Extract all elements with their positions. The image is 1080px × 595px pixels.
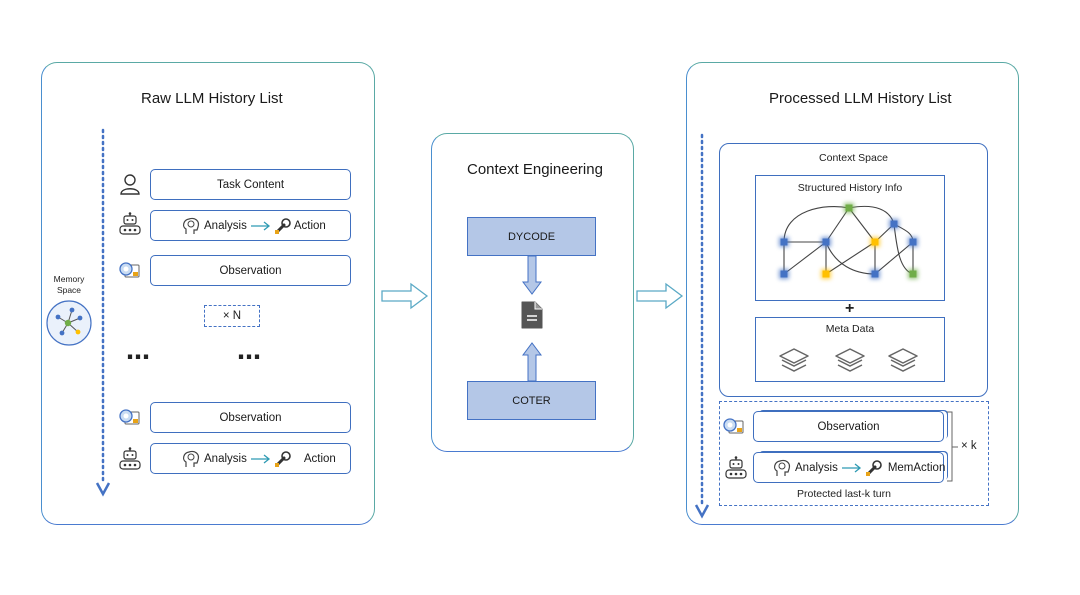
robot-icon	[119, 447, 141, 470]
protected-turn-box	[719, 401, 989, 506]
up-arrow	[522, 342, 542, 382]
action-label-2: Action	[303, 452, 336, 465]
meta-data-label: Meta Data	[825, 323, 875, 335]
protected-observation-label: Observation	[817, 420, 880, 433]
mem-action-label: MemAction	[887, 461, 946, 474]
observation-label-1: Observation	[219, 264, 282, 277]
observation-icon	[723, 418, 744, 434]
dycode-label: DYCODE	[507, 230, 556, 243]
wrench-icon	[274, 217, 291, 234]
layers-icon	[888, 348, 918, 372]
analysis-action-box-2: Analysis Action	[150, 443, 351, 474]
protected-turn-label: Protected last-k turn	[797, 488, 891, 500]
memory-graph-icon	[46, 300, 92, 346]
observation-icon	[119, 262, 140, 278]
analysis-action-box-1: Analysis Action	[150, 210, 351, 241]
user-icon	[120, 174, 140, 195]
ellipsis-left: ⋯	[126, 344, 150, 371]
repeat-n-label: × N	[222, 310, 242, 322]
processed-history-title: Processed LLM History List	[769, 90, 952, 107]
timeline-arrow-right	[694, 133, 710, 519]
down-arrow	[522, 255, 542, 295]
protected-analysis-action-box: Analysis MemAction	[753, 452, 946, 483]
analysis-label-2: Analysis	[204, 452, 247, 465]
robot-icon	[119, 212, 141, 235]
ellipsis-right: ⋯	[237, 344, 261, 371]
context-space-label: Context Space	[819, 152, 888, 164]
arrow-icon	[841, 462, 861, 473]
task-content-box: Task Content	[150, 169, 351, 200]
arrow-icon	[250, 220, 270, 231]
task-content-label: Task Content	[216, 178, 285, 191]
brain-icon	[183, 450, 200, 467]
action-label-1: Action	[293, 219, 326, 232]
wrench-icon	[865, 459, 882, 476]
memory-space-label: Memory Space	[53, 274, 85, 295]
flow-arrow-1	[381, 282, 429, 310]
brain-icon	[774, 459, 791, 476]
processed-history-panel	[686, 62, 1019, 525]
layers-icon	[779, 348, 809, 372]
repeat-k-label: × k	[961, 440, 977, 452]
structured-history-box	[755, 175, 945, 301]
coter-box: COTER	[467, 381, 596, 420]
context-space-box	[719, 143, 988, 397]
structured-history-label: Structured History Info	[797, 182, 903, 194]
document-icon	[521, 301, 543, 329]
meta-data-box	[755, 317, 945, 382]
protected-observation-box: Observation	[753, 411, 944, 442]
layers-icon	[835, 348, 865, 372]
history-graph	[779, 203, 918, 279]
observation-box-2: Observation	[150, 402, 351, 433]
dycode-box: DYCODE	[467, 217, 596, 256]
observation-box-1: Observation	[150, 255, 351, 286]
context-engineering-title: Context Engineering	[467, 161, 603, 178]
protected-analysis-label: Analysis	[795, 461, 838, 474]
flow-arrow-2	[636, 282, 684, 310]
brain-icon	[183, 217, 200, 234]
timeline-arrow-left	[95, 128, 111, 497]
plus-sign: +	[845, 300, 855, 317]
observation-label-2: Observation	[219, 411, 282, 424]
wrench-icon	[274, 450, 291, 467]
raw-history-title: Raw LLM History List	[141, 90, 283, 107]
analysis-label-1: Analysis	[204, 219, 247, 232]
arrow-icon	[250, 453, 270, 464]
repeat-k-bracket	[947, 411, 958, 482]
repeat-n-box: × N	[204, 305, 260, 327]
robot-icon	[725, 456, 747, 479]
coter-label: COTER	[512, 394, 551, 407]
observation-icon	[119, 409, 140, 425]
